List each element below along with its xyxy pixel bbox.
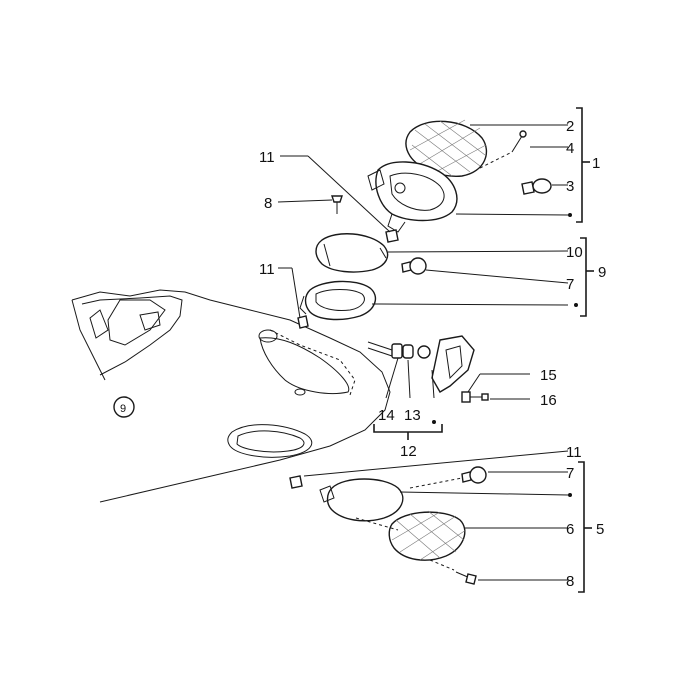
socket-assembly: [367, 335, 489, 403]
lens-part-10: [315, 233, 389, 273]
rear-light-assembly-upper: [367, 119, 552, 233]
screw-part-16: [461, 391, 489, 403]
leader-lines: [277, 124, 569, 581]
group-brackets: [373, 107, 594, 593]
callout-16: 16: [540, 392, 557, 409]
callout-7-lower: 7: [566, 465, 574, 482]
callout-13: 13: [404, 407, 421, 424]
bracket-group-12: [373, 424, 443, 433]
bracket-plate: [431, 335, 475, 393]
clip-part-11-lower: [289, 475, 303, 489]
callout-8-lower: 8: [566, 573, 574, 590]
callout-9-body: 9: [120, 403, 126, 415]
callout-5: 5: [596, 521, 604, 538]
callout-2: 2: [566, 118, 574, 135]
lens-part-6: [388, 511, 466, 561]
callout-1: 1: [592, 155, 600, 172]
bracket-group-9: [580, 237, 587, 317]
callout-7-upper: 7: [566, 276, 574, 293]
callout-8-upper: 8: [264, 195, 272, 212]
rear-light-assembly-lower: [289, 466, 487, 585]
callout-15: 15: [540, 367, 557, 384]
callout-4: 4: [566, 140, 574, 157]
clip-part-11-upper: [385, 229, 399, 243]
rear-light-assembly-middle: [297, 195, 427, 329]
bulb-part-3: [521, 178, 552, 195]
callout-11-lower: 11: [566, 444, 582, 461]
screw-part-4: [511, 130, 527, 153]
bracket-group-5: [578, 461, 585, 593]
callout-12: 12: [400, 443, 417, 460]
housing-part-5: [326, 478, 404, 522]
callout-3: 3: [566, 178, 574, 195]
callout-6: 6: [566, 521, 574, 538]
body-lens-outline: [227, 424, 313, 458]
clip-part-11-middle: [297, 315, 309, 329]
callout-11-middle: 11: [259, 261, 275, 278]
body-panel: [71, 289, 391, 503]
callout-14: 14: [378, 407, 395, 424]
screw-part-8-lower: [455, 571, 477, 585]
lens-part-2: [405, 120, 488, 177]
bulb-part-7-upper: [401, 257, 427, 275]
callout-labels: 2 4 1 3 11 8 10 11 9 7 15 16 14 13 12 9 …: [120, 118, 606, 590]
callout-10: 10: [566, 244, 583, 261]
bulb-part-7-lower: [461, 466, 487, 484]
housing-part-1: [375, 161, 458, 222]
bracket-group-1: [576, 107, 583, 223]
screw-part-8-upper: [331, 195, 343, 214]
reference-circle: [113, 396, 135, 418]
callout-11-upper: 11: [259, 149, 275, 166]
callout-9-group: 9: [598, 264, 606, 281]
